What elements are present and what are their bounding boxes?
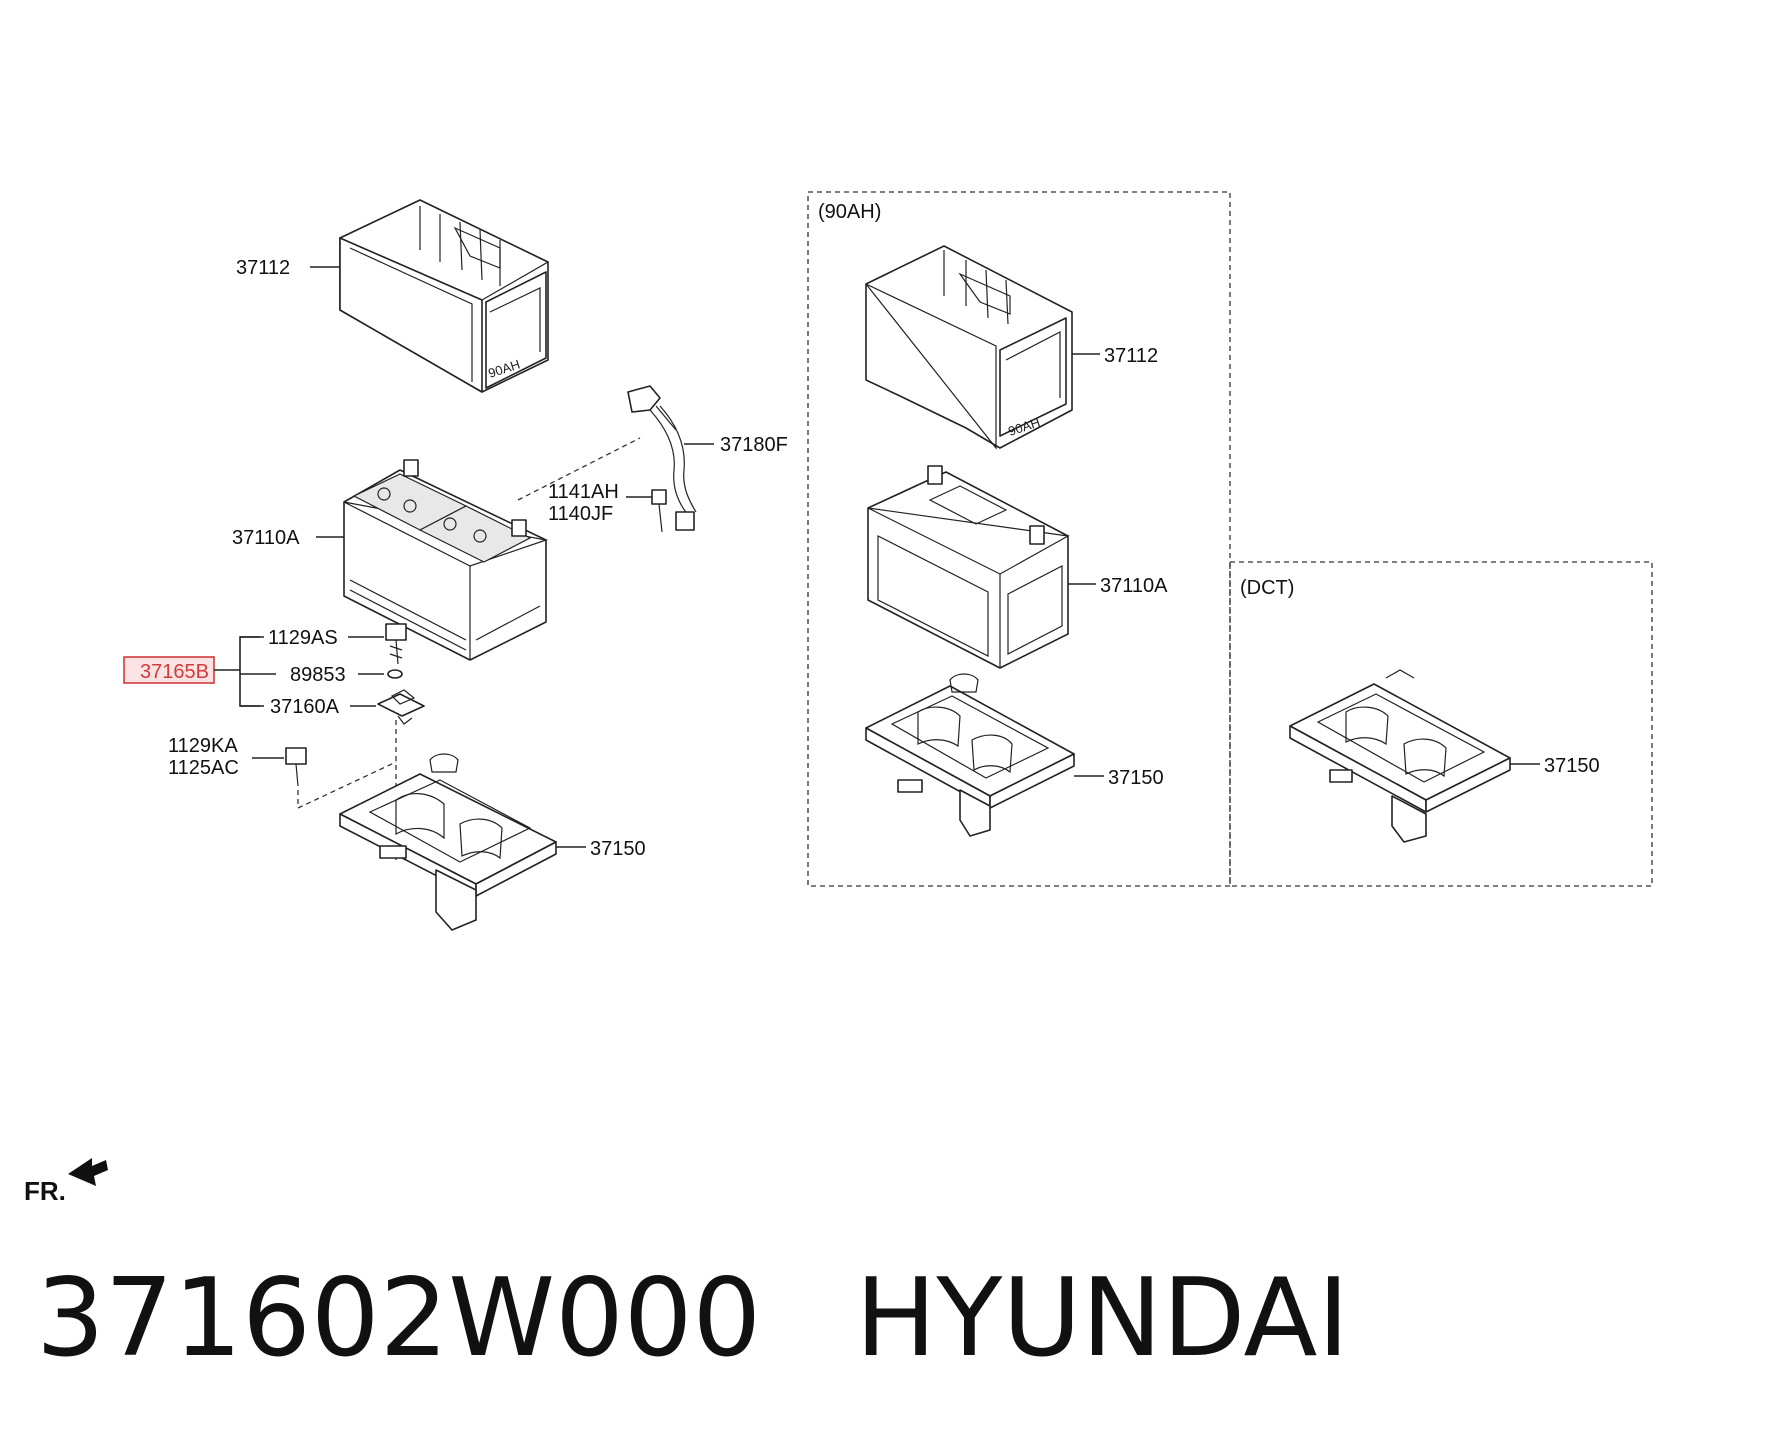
tray-bolt-drawing	[285, 747, 307, 787]
front-direction-label: FR.	[24, 1176, 66, 1206]
variant-90ah-title: (90AH)	[818, 201, 881, 223]
label-tray-bolt-1: 1129KA	[168, 735, 238, 757]
label-dct-tray: 37150	[1544, 755, 1600, 777]
label-battery: 37110A	[232, 527, 300, 549]
variant-90ah-tray-drawing	[865, 673, 1075, 837]
cable-bolt-drawing	[651, 489, 667, 533]
label-bolt-1129as: 1129AS	[268, 627, 338, 649]
part-number: 371602W000	[36, 1256, 762, 1381]
label-clamp: 37160A	[270, 696, 340, 718]
label-tray-cover: 37112	[236, 257, 290, 279]
washer-drawing	[387, 669, 403, 679]
label-90ah-tray: 37150	[1108, 767, 1164, 789]
battery-drawing	[343, 459, 549, 661]
variant-90ah-frame	[807, 191, 1231, 887]
label-battery-tray: 37150	[590, 838, 646, 860]
label-cable-bolt-1: 1141AH	[548, 481, 619, 503]
battery-cable-drawing	[627, 385, 697, 531]
label-90ah-tray-cover: 37112	[1104, 345, 1158, 367]
tray-cover-drawing: 90AH	[338, 199, 550, 393]
label-washer: 89853	[290, 664, 346, 686]
brand-name: HYUNDAI	[855, 1256, 1350, 1381]
label-battery-cable: 37180F	[720, 434, 788, 456]
variant-dct-tray-drawing	[1289, 669, 1511, 843]
battery-tray-drawing	[339, 753, 557, 931]
variant-90ah-battery-drawing	[867, 465, 1070, 669]
label-90ah-battery: 37110A	[1100, 575, 1168, 597]
label-cable-bolt-2: 1140JF	[548, 503, 613, 525]
clamp-drawing	[377, 689, 425, 725]
bolt-1129as-drawing	[385, 623, 407, 665]
label-tray-bolt-2: 1125AC	[168, 757, 239, 779]
label-bracket-assy[interactable]: 37165B	[140, 661, 209, 683]
variant-dct-title: (DCT)	[1240, 577, 1294, 599]
variant-dct-frame	[1229, 561, 1653, 887]
front-arrow-icon	[68, 1158, 108, 1186]
variant-90ah-tray-cover-drawing: 90AH	[865, 245, 1073, 450]
